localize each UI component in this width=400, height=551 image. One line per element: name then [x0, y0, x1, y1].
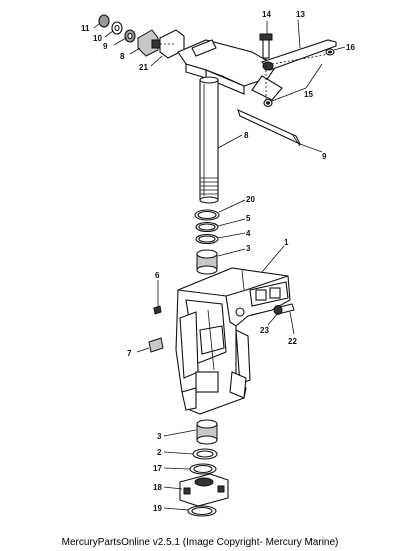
callout-4: 4 [246, 229, 251, 238]
callout-9: 9 [322, 152, 327, 161]
callout-23: 22 [288, 337, 297, 346]
part-7-bushing [148, 337, 164, 353]
leader-lines [93, 19, 346, 511]
part-19-clamp [179, 473, 229, 507]
callout-7: 7 [127, 349, 132, 358]
copyright-footer: MercuryPartsOnline v2.5.1 (Image Copyrig… [61, 537, 339, 548]
callout-1: 1 [284, 238, 289, 247]
callout-18: 17 [153, 464, 162, 473]
callout-22: 21 [139, 63, 148, 72]
callout-17: 16 [346, 43, 355, 52]
part-6-screw [153, 305, 162, 315]
callout-6: 6 [155, 271, 160, 280]
callout-2: 2 [157, 448, 162, 457]
top-washers-group [98, 14, 161, 57]
callout-3-lower: 3 [157, 432, 162, 441]
part-13-washer [98, 14, 110, 28]
part-15-bolt [262, 37, 270, 59]
callout-labels: 11 10 9 8 21 14 13 16 15 8 9 20 5 4 3 1 … [81, 10, 355, 513]
callout-20: 19 [153, 504, 162, 513]
callout-5: 5 [246, 214, 251, 223]
callout-14: 13 [296, 10, 305, 19]
callout-10: 8 [120, 52, 125, 61]
part-24-washer [273, 305, 283, 315]
part-9-tilt-tube [237, 108, 302, 146]
callout-19: 18 [153, 483, 162, 492]
callout-12: 10 [93, 34, 102, 43]
callout-13: 11 [81, 24, 90, 33]
part-1-swivel-bracket [175, 267, 291, 415]
callout-11: 9 [103, 42, 108, 51]
callout-15: 14 [262, 10, 271, 19]
callout-8: 8 [244, 131, 249, 140]
exploded-parts-diagram: 11 10 9 8 21 14 13 16 15 8 9 20 5 4 3 1 … [81, 10, 355, 517]
callout-16: 15 [304, 90, 313, 99]
callout-21: 20 [246, 195, 255, 204]
part-10-bushing [137, 29, 159, 57]
callout-3-upper: 3 [246, 244, 251, 253]
callout-24: 23 [260, 326, 269, 335]
